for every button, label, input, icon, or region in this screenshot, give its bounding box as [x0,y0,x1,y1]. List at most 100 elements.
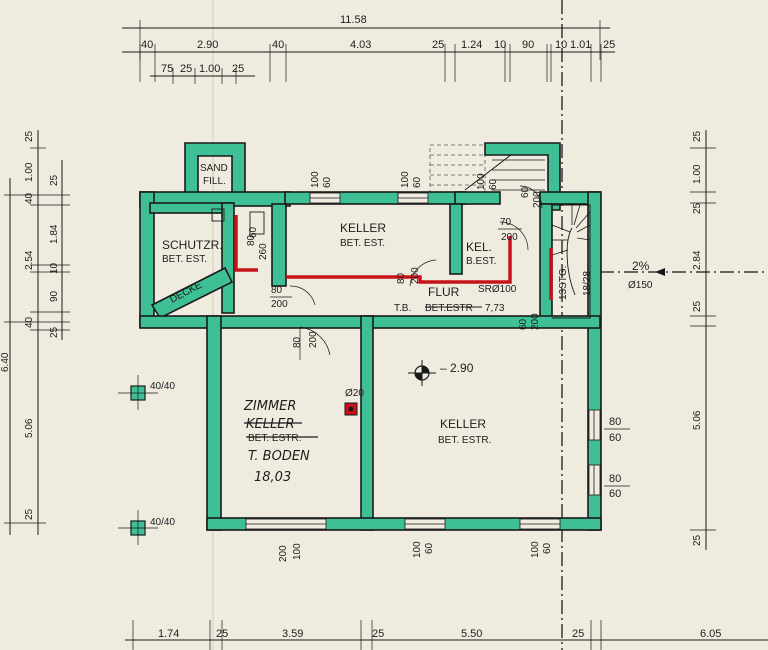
opening-label: 200 [532,191,543,208]
bottom-dimensions: 1.74 25 3.59 25 5.50 25 6.05 [125,620,768,650]
drain-label: Ø150 [628,280,653,291]
dim-label: 1.01 [570,39,591,51]
dim-label: 25 [692,130,703,142]
dim-label: 10 [494,39,506,51]
right-dimensions: 25 1.00 25 2.84 25 5.06 25 [690,130,716,550]
post-label: 40/40 [150,517,175,528]
post-label: 40/40 [150,381,175,392]
room-floor-kel: B.EST. [466,256,497,267]
dim-label: 2.54 [24,250,35,270]
opening-label: 60 [322,176,333,188]
opening-label: 200 [271,299,288,310]
dim-label: 25 [432,39,444,51]
total-width-label: 11.58 [340,14,367,26]
dim-label: 1.24 [461,39,482,51]
left-dimensions: 25 1.00 40 2.54 40 5.06 25 25 1.84 10 90… [0,130,70,535]
sandfill-label: FILL. [203,176,226,187]
sandfill-label: SAND [200,163,228,174]
room-area-zimmer: 18,03 [254,470,291,485]
opening-label: 200 [530,313,541,330]
dim-label: 25 [216,628,228,640]
dim-label: 25 [49,326,60,338]
dim-label: 5.06 [24,418,35,438]
opening-label: 260 [258,243,269,260]
room-floor-schutzraum: BET. EST. [162,254,207,265]
room-floor-flur-old: BET.ESTR [425,303,473,314]
room-name-schutzraum: SCHUTZR. [162,238,223,252]
opening-label: 200 [278,545,289,562]
room-floor-keller-main: BET. ESTR. [438,435,491,446]
dim-label: 5.06 [692,410,703,430]
dim-label: 1.74 [158,628,179,640]
dim-label: 6.40 [0,352,11,372]
room-new-floor: T. BODEN [248,449,310,464]
post-marker-icon [118,510,158,545]
dim-label: 2.84 [692,250,703,270]
room-name-flur: FLUR [428,285,460,299]
opening-label: 200 [410,267,421,284]
opening-label: 100 [412,541,423,558]
opening-label: 80 [609,416,621,428]
opening-label: 60 [542,542,553,554]
opening-label: 60 [609,432,621,444]
dim-label: 25 [180,63,192,75]
opening-label: 80 [609,473,621,485]
opening-label: 80 [271,285,283,296]
level-label: – 2.90 [440,361,474,375]
dim-label: 90 [522,39,534,51]
walls [139,142,602,531]
dim-label: 6.05 [700,628,721,640]
dim-label: 25 [603,39,615,51]
room-floor-flur-new: T.B. [394,303,411,314]
red-pipes [234,215,553,416]
fixture [211,208,225,222]
opening-label: 70 [500,217,512,228]
slope-label: 2% [632,259,650,273]
opening-label: 100 [530,541,541,558]
opening-label: 200 [501,232,518,243]
room-name-zimmer: ZIMMER [243,399,296,414]
stair-steps-label: 13STG. [558,266,569,300]
pipe-diameter-label: Ø20 [345,388,364,399]
opening-labels: 100 60 100 60 100 60 60 200 60 260 80 80… [246,171,630,562]
dim-label: 1.00 [199,63,220,75]
opening-label: 60 [609,488,621,500]
opening-label: 60 [518,318,529,330]
dim-label: 25 [232,63,244,75]
dim-label: 25 [372,628,384,640]
dim-label: 25 [692,300,703,312]
dim-label: 10 [555,39,567,51]
sr-label: SRØ100 [478,284,517,295]
opening-label: 60 [424,542,435,554]
post-marker-icon [118,375,158,410]
room-name-keller-top: KELLER [340,221,386,235]
dim-label: 25 [572,628,584,640]
dim-label: 2.90 [197,39,218,51]
dim-label: 5.50 [461,628,482,640]
opening-label: 80 [292,336,303,348]
dim-label: 90 [49,290,60,302]
room-area-flur: 7,73 [485,303,505,314]
openings [245,185,601,530]
dim-label: 4.03 [350,39,371,51]
dim-label: 25 [692,534,703,546]
dim-label: 40 [24,192,35,204]
dim-label: 40 [272,39,284,51]
opening-label: 200 [308,331,319,348]
opening-label: 100 [400,171,411,188]
opening-label: 100 [310,171,321,188]
dim-label: 25 [24,508,35,520]
opening-label: 100 [476,173,487,190]
level-marker-icon [408,360,436,386]
dim-label: 25 [24,130,35,142]
opening-label: 60 [520,186,531,198]
opening-label: 60 [488,178,499,190]
room-old-name: KELLER [246,417,294,432]
dim-label: 1.00 [692,164,703,184]
dim-label: 1.84 [49,224,60,244]
dim-label: 25 [49,174,60,186]
top-dimensions: 11.58 40 2.90 40 4.03 25 1.24 10 90 10 1… [122,14,615,84]
room-old-floor: BET. ESTR. [248,433,301,444]
room-name-kel: KEL. [466,240,492,254]
